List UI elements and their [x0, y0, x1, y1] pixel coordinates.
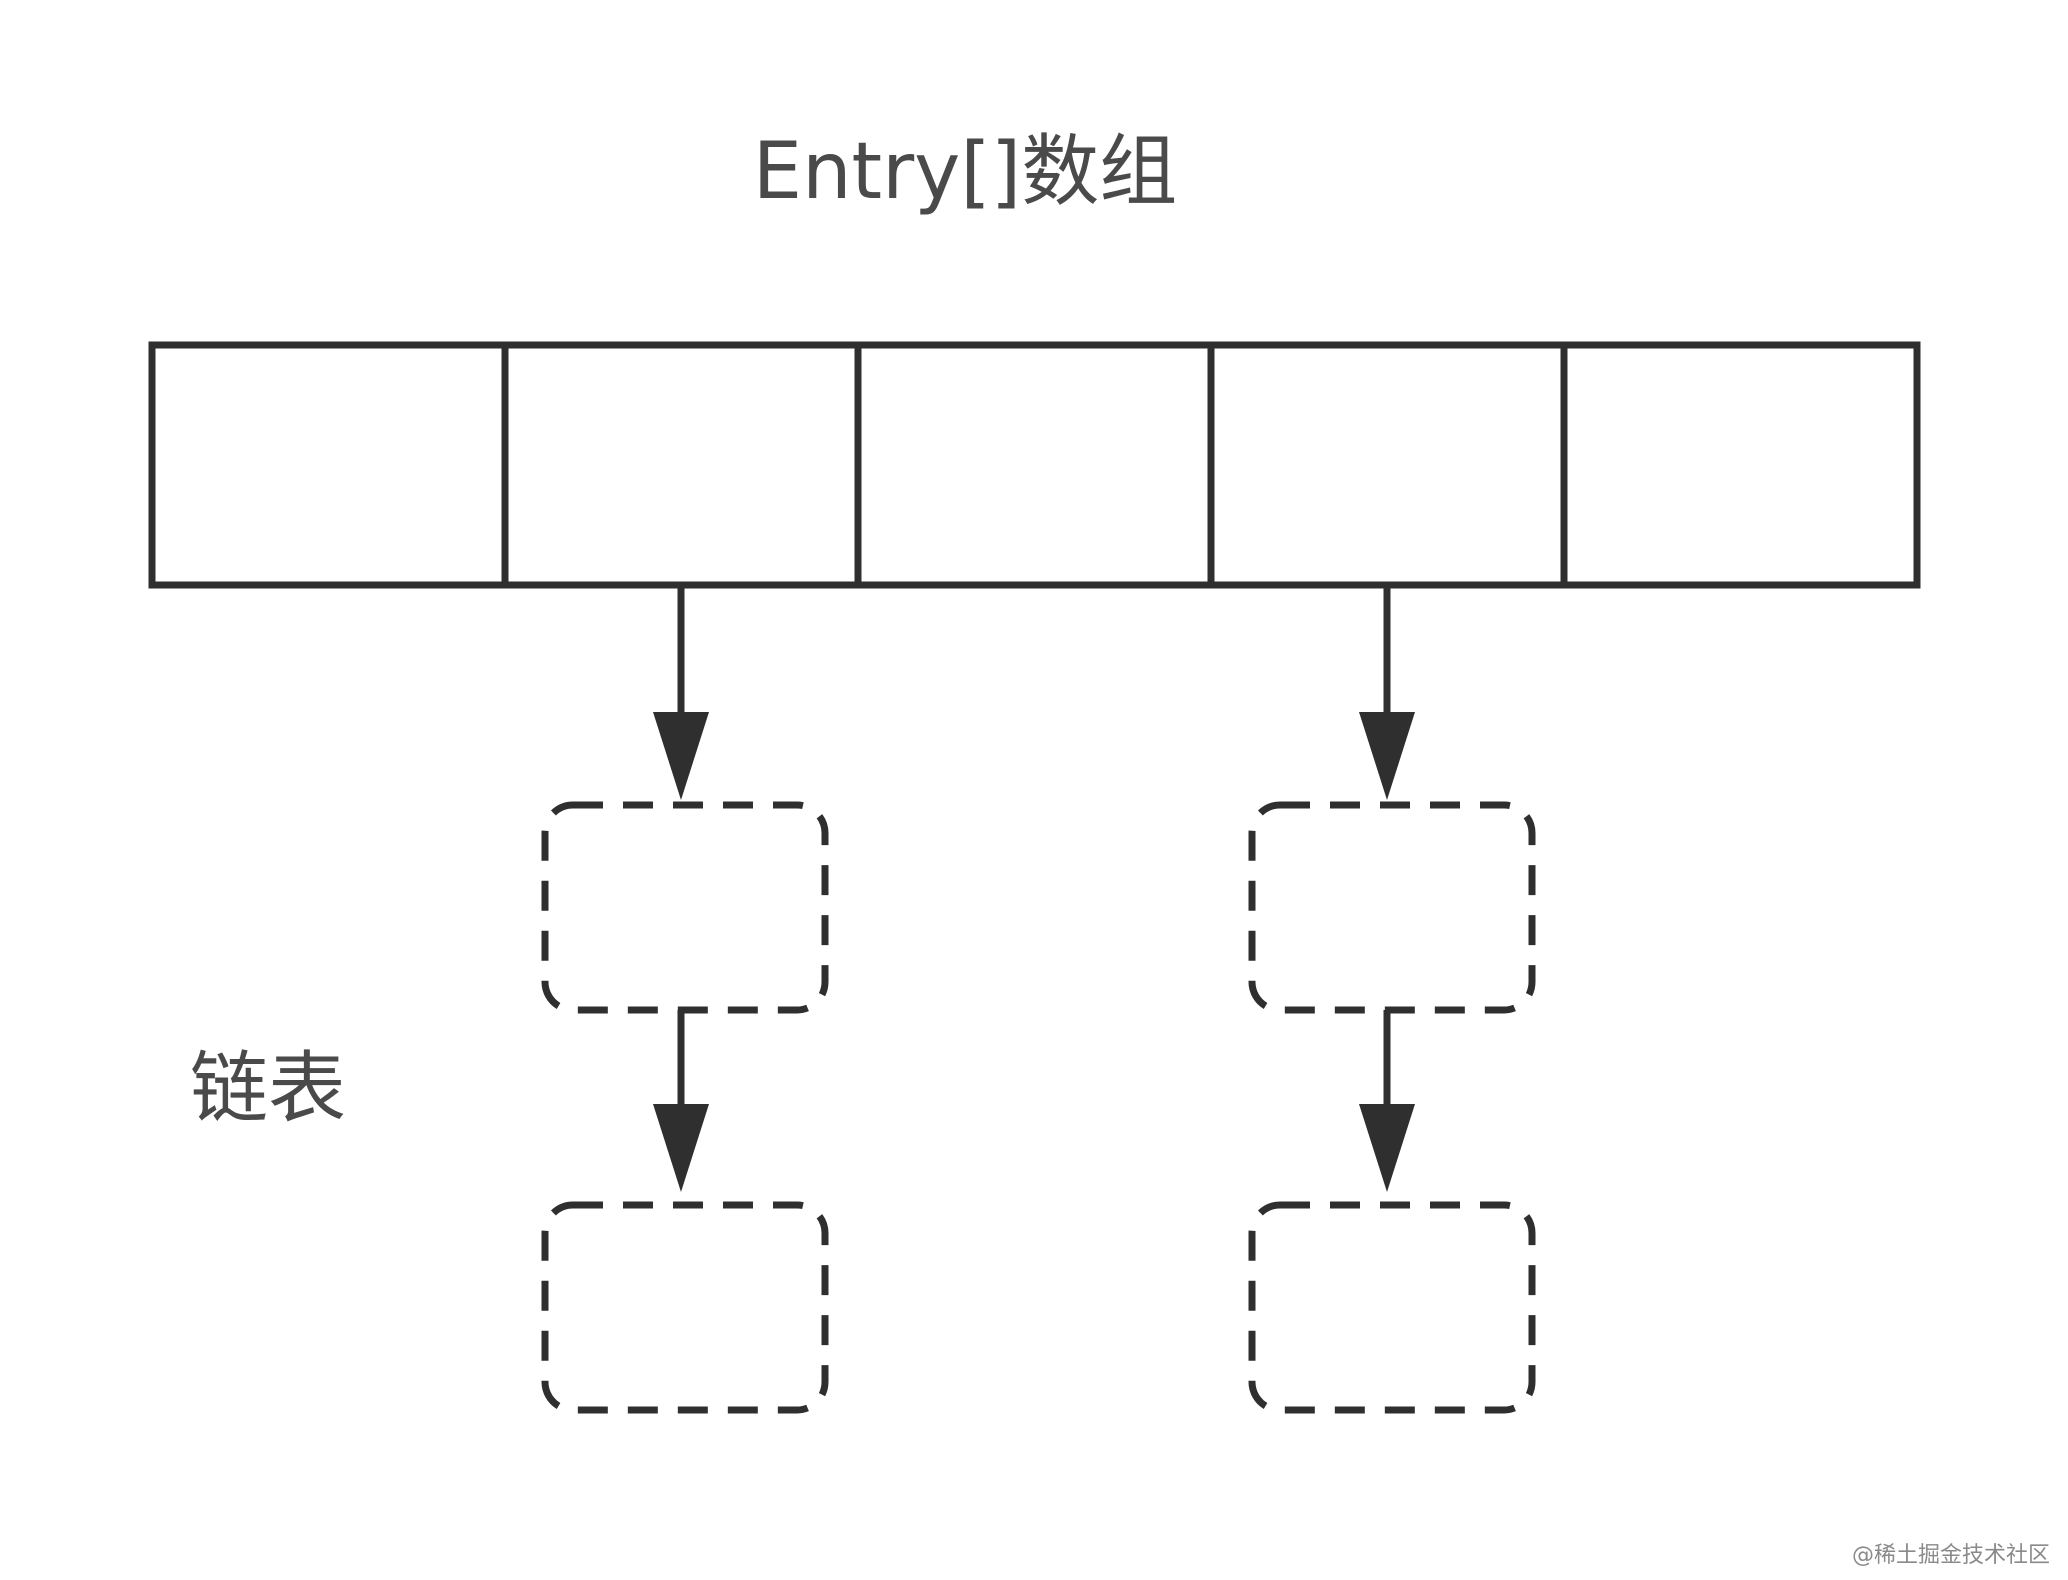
linked-list-node: [541, 801, 829, 1014]
watermark: @稀土掘金技术社区: [1852, 1543, 2050, 1568]
array-title: Entry[]数组: [753, 127, 1177, 217]
array-cell: [1207, 341, 1568, 589]
linked-list-chain: [541, 585, 829, 1414]
linked-list-node: [1248, 1201, 1536, 1414]
array-cell: [148, 341, 509, 589]
linked-list-node: [1248, 801, 1536, 1014]
arrow-head: [1359, 712, 1415, 800]
array-cell: [501, 341, 862, 589]
linked-list-label: 链表: [190, 1044, 346, 1134]
entry-array: [148, 341, 1921, 589]
array-cell: [1560, 341, 1921, 589]
arrow-head: [653, 712, 709, 800]
array-cell: [854, 341, 1215, 589]
arrow-head: [1359, 1104, 1415, 1192]
linked-list-chain: [1248, 585, 1536, 1414]
arrow-head: [653, 1104, 709, 1192]
linked-list-node: [541, 1201, 829, 1414]
